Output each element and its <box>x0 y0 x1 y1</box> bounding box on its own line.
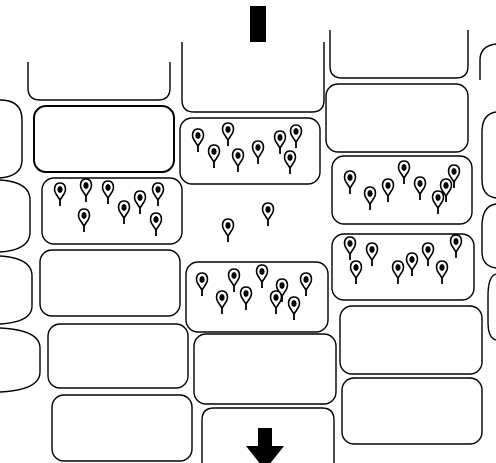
cell-edge <box>479 43 496 80</box>
amyloplast-icon <box>221 218 235 243</box>
cell-edge <box>0 255 33 325</box>
cell <box>325 83 469 153</box>
cell-edge <box>481 203 496 269</box>
column-left <box>0 62 193 462</box>
column-middle <box>179 42 337 463</box>
cell-edge <box>481 111 496 199</box>
cell <box>33 105 175 173</box>
cell-edge <box>0 327 41 393</box>
cell-edge <box>0 179 31 253</box>
gravity-arrow-bottom <box>246 428 284 463</box>
cell <box>47 323 189 389</box>
amyloplast-group-middle-loose <box>221 202 275 243</box>
cell <box>27 62 171 101</box>
cell <box>329 30 469 79</box>
cell <box>181 42 325 113</box>
cell-with-amyloplasts <box>185 261 329 333</box>
cell <box>51 394 193 462</box>
cell-edge <box>0 99 23 179</box>
cell <box>341 377 483 445</box>
amyloplast-icon <box>261 202 275 227</box>
cell-edge <box>487 273 496 341</box>
cell <box>193 333 337 405</box>
cell-with-amyloplasts <box>41 177 183 245</box>
cell <box>39 249 181 317</box>
down-arrow-icon <box>246 428 284 463</box>
cell <box>339 305 483 375</box>
